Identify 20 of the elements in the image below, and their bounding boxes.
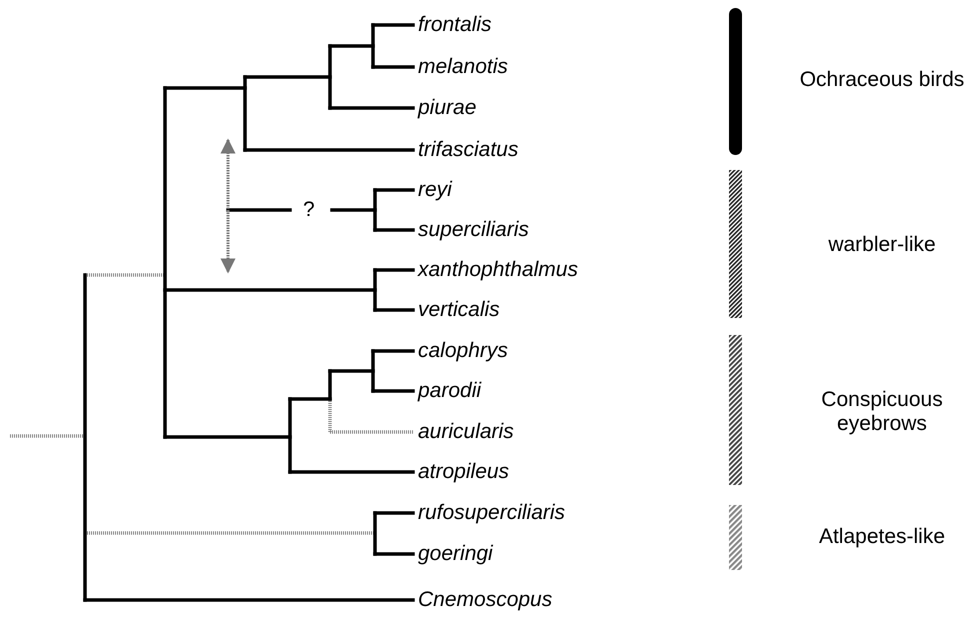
- group-name: Ochraceous birds: [798, 68, 966, 92]
- species-name: reyi: [418, 178, 452, 202]
- species-name: rufosuperciliaris: [418, 500, 566, 526]
- species-name: calophrys: [418, 338, 508, 364]
- group-name: warbler-like: [827, 232, 937, 258]
- species-name: Cnemoscopus: [418, 588, 552, 612]
- species-name: melanotis: [418, 54, 508, 80]
- species-name: trifasciatus: [418, 138, 518, 162]
- species-name: piurae: [418, 96, 476, 120]
- group-name: Atlapetes-like: [818, 524, 946, 550]
- group-name: Conspicuous eyebrows: [820, 388, 944, 436]
- species-name: xanthophthalmus: [418, 258, 578, 282]
- species-name: goeringi: [418, 542, 493, 566]
- question-mark: ?: [303, 198, 315, 222]
- species-name: verticalis: [418, 298, 500, 322]
- species-name: superciliaris: [418, 218, 529, 242]
- species-name: frontalis: [418, 12, 492, 38]
- species-name: auricularis: [418, 420, 514, 444]
- species-name: parodii: [418, 378, 482, 404]
- species-name: atropileus: [418, 460, 510, 484]
